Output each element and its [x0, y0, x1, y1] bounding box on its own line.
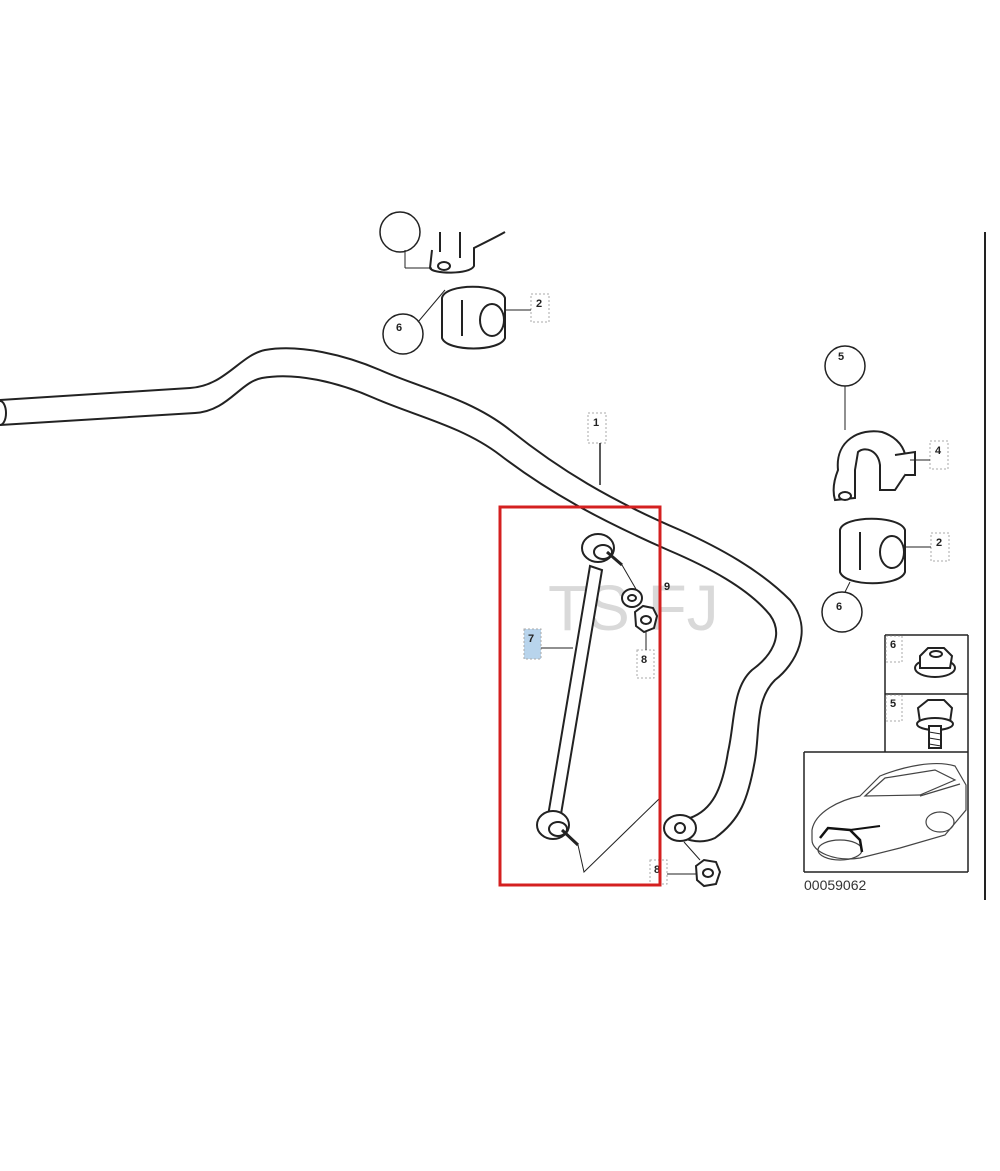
- washer: [621, 588, 643, 608]
- rubber-mount-top: [441, 285, 506, 350]
- part-6-top-label: 6: [396, 322, 402, 334]
- part-2-top-label: 2: [536, 298, 542, 310]
- stabilizer-link: [536, 533, 623, 847]
- part-1-label: 1: [593, 417, 599, 429]
- upper-nut: [633, 604, 659, 634]
- flange-nut: [914, 647, 956, 678]
- top-bracket: [428, 231, 506, 274]
- hardware-table: [803, 634, 969, 873]
- part-2-right-label: 2: [936, 537, 942, 549]
- part-8-upper-callout: 8: [636, 632, 655, 679]
- part-4-label: 4: [935, 445, 942, 457]
- part-5-circle-label: 5: [838, 351, 844, 363]
- diagram-reference-number: 00059062: [804, 877, 867, 893]
- part-5-circle-callout: 5: [824, 345, 866, 430]
- part-5-box-label-box: [885, 694, 903, 722]
- part-7-callout: 7: [523, 628, 573, 660]
- right-bracket: [832, 430, 916, 502]
- rubber-mount-right: [839, 517, 906, 585]
- part-6-box-label-box: [885, 635, 903, 663]
- part-5-box-label: 5: [890, 698, 896, 710]
- part-1-callout: 1: [587, 412, 607, 485]
- part-7-label-highlight: [523, 628, 542, 660]
- part-8-upper-label: 8: [641, 654, 647, 666]
- part-6-right-label: 6: [836, 601, 842, 613]
- lower-nut: [694, 858, 722, 888]
- stabilizer-bar: [0, 347, 803, 843]
- highlight-box: [498, 505, 662, 887]
- part-6-box-label: 6: [890, 639, 896, 651]
- part-6-right-callout: 6: [821, 581, 863, 633]
- part-9-label: 9: [664, 581, 670, 593]
- part-2-top-label-box: [530, 293, 550, 323]
- watermark: TS FJ: [548, 572, 719, 644]
- bar-end-eye: [663, 814, 697, 842]
- car-location-thumbnail: [811, 763, 967, 861]
- part-8-lower-label: 8: [654, 864, 660, 876]
- part-6-top-partial-callout: [379, 211, 421, 253]
- part-6-top-callout: 6: [382, 289, 446, 355]
- part-4-label-box: [929, 440, 949, 470]
- flange-bolt: [916, 699, 954, 749]
- part-7-label: 7: [528, 633, 534, 645]
- part-8-lower-callout: 8: [649, 841, 701, 885]
